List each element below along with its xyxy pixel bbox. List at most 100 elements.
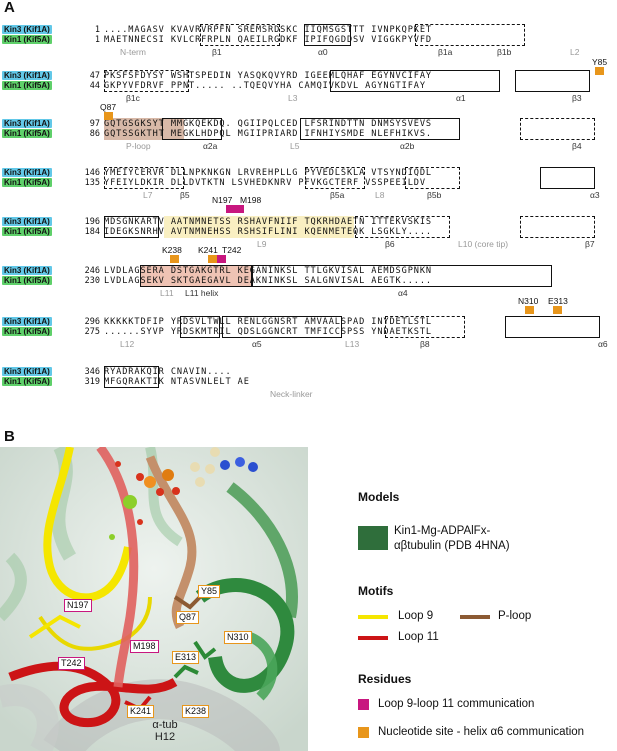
panel-b-letter: B: [4, 428, 15, 445]
kin3-residue-number: 1: [94, 25, 100, 35]
secondary-structure-label: α2a: [203, 141, 218, 151]
secondary-structure-box: [200, 24, 280, 46]
tubulin-label-line1: α-tub: [152, 719, 178, 731]
kin1-sequence: LVDLAGSEKV SKTGAEGAVL DEAKNINKSL SALGNVI…: [104, 276, 432, 286]
secondary-structure-label: β8: [420, 339, 430, 349]
residue-marker-label: N197: [212, 195, 233, 205]
secondary-structure-label: α4: [398, 288, 408, 298]
kin3-tag: Kin3 (Kif1A): [2, 25, 52, 34]
secondary-structure-box: [252, 265, 552, 287]
residue-marker-label: N310: [518, 296, 539, 306]
secondary-structure-box: [540, 167, 595, 189]
residue-marker: [525, 306, 534, 314]
secondary-structure-box: [104, 366, 159, 388]
structure-rendering: N197 T242 M198 Y85 Q87 N310 E313 K241 K2…: [0, 447, 308, 751]
kin1-sequence: ......SYVP YRDSKMTRIL QDSLGGNCRT TMFICCS…: [104, 327, 432, 337]
kin3-sequence: MDSGNKARTV AATNMNETSS RSHAVFNIIF TQKRHDA…: [104, 217, 432, 227]
kin3-tag: Kin3 (Kif1A): [2, 71, 52, 80]
tubulin-label: α-tub H12: [145, 719, 185, 743]
legend-model-line2: αβtubulin (PDB 4HNA): [394, 540, 510, 552]
secondary-structure-box: [162, 118, 222, 140]
residue-marker: [595, 67, 604, 75]
kin1-sequence: MFGQRAKTIK NTASVNLELT AE: [104, 377, 250, 387]
residue-marker-label: K238: [162, 245, 182, 255]
secondary-structure-box: [405, 167, 460, 189]
kin1-tag: Kin1 (Kif5A): [2, 35, 52, 44]
kin3-sequence: ....MAGASV KVAVRVRPFN SREMSRDSKC IIQMSGS…: [104, 25, 432, 35]
label-k238: K238: [182, 705, 210, 718]
residue-marker-label: M198: [240, 195, 262, 205]
kin1-tag: Kin1 (Kif5A): [2, 227, 52, 236]
residue-marker: [217, 255, 226, 263]
secondary-structure-label: L13: [345, 339, 360, 349]
ploop-swatch: [460, 615, 490, 619]
secondary-structure-label: α5: [252, 339, 262, 349]
kin3-tag: Kin3 (Kif1A): [2, 367, 52, 376]
label-y85: Y85: [198, 585, 221, 598]
loop11-swatch: [358, 636, 388, 640]
secondary-structure-label: Neck-linker: [270, 389, 313, 399]
legend-models-title: Models: [358, 490, 400, 504]
secondary-structure-label: α2b: [400, 141, 415, 151]
kin1-sequence: YFEIYLDKIR DLLDVTKTN LSVHEDKNRV PFVKGCTE…: [104, 178, 426, 188]
secondary-structure-label: β5b: [427, 190, 442, 200]
kin1-sequence: GQTSSGKTHT MEGKLHDPQL MGIIPRIARD IFNHIYS…: [104, 129, 432, 139]
secondary-structure-box: [104, 216, 159, 238]
secondary-structure-label: β1c: [126, 93, 140, 103]
structure-image: [0, 447, 308, 751]
secondary-structure-label: α1: [456, 93, 466, 103]
legend-model-text: Kin1-Mg-ADPAlFx- αβtubulin (PDB 4HNA): [394, 524, 510, 554]
secondary-structure-label: L9: [257, 239, 267, 249]
kin3-sequence: PKSFSFDYSY WSHTSPEDIN YASQKQVYRD IGEEMLQ…: [104, 71, 432, 81]
kin3-tag: Kin3 (Kif1A): [2, 317, 52, 326]
secondary-structure-label: α0: [318, 47, 328, 57]
residue-marker-label: Y85: [592, 57, 608, 67]
legend-ploop: P-loop: [498, 610, 532, 622]
kin3-sequence: LVDLAGSERA DSTGAKGTRL KEGANINKSL TTLGKVI…: [104, 266, 432, 276]
motif-highlight: [164, 216, 354, 238]
kin3-sequence: YMEIYCERVR DLLNPKNKGN LRVREHPLLG PYVEDLS…: [104, 168, 432, 178]
kin3-sequence: RYADRAKQIR CNAVIN....: [104, 367, 232, 377]
residue-marker: [235, 205, 244, 213]
label-t242: T242: [58, 657, 85, 670]
kin1-residue-number: 86: [89, 129, 100, 139]
secondary-structure-label: L11: [160, 288, 174, 298]
kin3-residue-number: 296: [84, 317, 100, 327]
legend-model-line1: Kin1-Mg-ADPAlFx-: [394, 525, 491, 537]
label-n310: N310: [224, 631, 252, 644]
label-e313: E313: [172, 651, 200, 664]
kin1-tag: Kin1 (Kif5A): [2, 81, 52, 90]
secondary-structure-box: [104, 70, 189, 92]
label-q87: Q87: [176, 611, 200, 624]
kin1-tag: Kin1 (Kif5A): [2, 377, 52, 386]
secondary-structure-label: α6: [598, 339, 608, 349]
label-k241: K241: [127, 705, 155, 718]
kin1-residue-number: 319: [84, 377, 100, 387]
secondary-structure-label: L12: [120, 339, 135, 349]
secondary-structure-label: L5: [290, 141, 300, 151]
secondary-structure-box: [305, 167, 365, 189]
kin1-residue-number: 1: [94, 35, 100, 45]
kin3-residue-number: 97: [89, 119, 100, 129]
secondary-structure-label: β1a: [438, 47, 453, 57]
legend-loop11: Loop 11: [398, 631, 439, 643]
kin1-tag: Kin1 (Kif5A): [2, 327, 52, 336]
label-n197: N197: [64, 599, 92, 612]
kin1-residue-number: 184: [84, 227, 100, 237]
legend-res-mag: Loop 9-loop 11 communication: [378, 698, 535, 710]
secondary-structure-label: P-loop: [126, 141, 151, 151]
secondary-structure-box: [385, 316, 465, 338]
kin1-tag: Kin1 (Kif5A): [2, 178, 52, 187]
residue-marker: [226, 205, 235, 213]
tubulin-label-line2: H12: [154, 731, 176, 743]
label-m198: M198: [130, 640, 159, 653]
secondary-structure-label: L7: [143, 190, 153, 200]
secondary-structure-label: β1b: [497, 47, 512, 57]
secondary-structure-box: [222, 316, 342, 338]
